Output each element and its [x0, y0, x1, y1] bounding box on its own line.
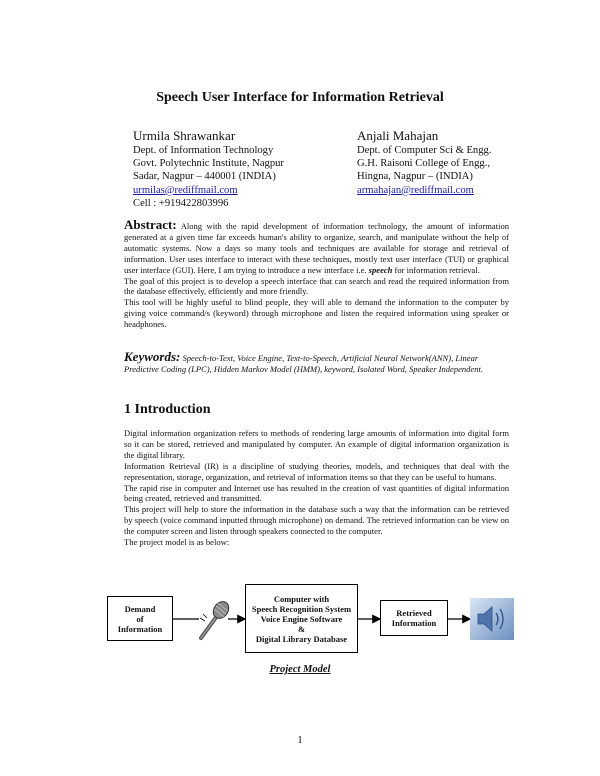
- author-phone: Cell : +919422803996: [133, 197, 229, 209]
- abstract: Abstract: Along with the rapid developme…: [124, 217, 509, 330]
- abstract-text-end: for information retrieval.: [392, 264, 480, 275]
- box-label-line: Demand: [124, 603, 156, 614]
- author-2: Anjali Mahajan Dept. of Computer Sci & E…: [357, 128, 557, 197]
- abstract-emphasis: speech: [368, 264, 393, 275]
- demand-of-information-box: Demand of Information: [107, 596, 173, 641]
- box-label-line: Voice Engine Software: [260, 613, 343, 624]
- box-label-line: &: [297, 623, 306, 634]
- author-name: Anjali Mahajan: [357, 128, 439, 143]
- speaker-icon: [470, 598, 514, 640]
- figure-caption: Project Model: [269, 664, 331, 675]
- intro-paragraph: The project model is as below:: [124, 537, 230, 548]
- abstract-paragraph: This tool will be highly useful to blind…: [124, 297, 509, 330]
- box-label-line: Information: [391, 618, 437, 628]
- author-1: Urmila Shrawankar Dept. of Information T…: [133, 128, 333, 210]
- keywords: Keywords: Speech-to-Text, Voice Engine, …: [124, 349, 504, 375]
- intro-paragraph: Digital information organization refers …: [124, 428, 509, 460]
- intro-paragraph: The rapid rise in computer and Internet …: [124, 482, 509, 504]
- figure-connectors: [173, 614, 472, 624]
- author-affiliation-line: Hingna, Nagpur – (INDIA): [357, 171, 473, 183]
- author-affiliation-line: Govt. Polytechnic Institute, Nagpur: [133, 158, 284, 170]
- author-email-link[interactable]: armahajan@rediffmail.com: [357, 184, 474, 196]
- intro-paragraph: This project will help to store the info…: [124, 504, 509, 537]
- abstract-heading: Abstract:: [124, 217, 177, 232]
- intro-paragraph: Information Retrieval (IR) is a discipli…: [124, 460, 509, 482]
- author-affiliation-line: G.H. Raisoni College of Engg.,: [357, 158, 490, 170]
- author-affiliation-line: Dept. of Information Technology: [133, 145, 274, 156]
- author-affiliation-line: Dept. of Computer Sci & Engg.: [357, 145, 492, 156]
- abstract-paragraph: The goal of this project is to develop a…: [124, 275, 509, 297]
- box-label-line: Retrieved: [396, 608, 432, 618]
- introduction-body: Digital information organization refers …: [124, 428, 509, 548]
- project-model-figure: Demand of Information Computer with Spee…: [0, 580, 600, 660]
- box-label-line: Computer with: [273, 593, 330, 604]
- author-name: Urmila Shrawankar: [133, 128, 236, 143]
- microphone-icon: [199, 601, 230, 640]
- box-label-line: Information: [117, 623, 163, 634]
- keywords-text: Speech-to-Text, Voice Engine, Text-to-Sp…: [124, 353, 484, 374]
- box-label-line: Digital Library Database: [255, 633, 348, 644]
- computer-speech-recognition-box: Computer with Speech Recognition System …: [245, 584, 358, 653]
- author-affiliation-line: Sadar, Nagpur – 440001 (INDIA): [133, 171, 276, 183]
- author-email-link[interactable]: urmilas@rediffmail.com: [133, 184, 238, 196]
- box-label-line: Speech Recognition System: [251, 603, 352, 614]
- page-number: 1: [297, 734, 303, 746]
- retrieved-information-box: Retrieved Information: [380, 600, 448, 636]
- paper-title: Speech User Interface for Information Re…: [156, 90, 444, 105]
- box-label-line: of: [136, 613, 144, 624]
- abstract-text: Along with the rapid development of info…: [124, 221, 509, 275]
- keywords-heading: Keywords:: [124, 349, 181, 364]
- section-heading: 1 Introduction: [124, 402, 211, 417]
